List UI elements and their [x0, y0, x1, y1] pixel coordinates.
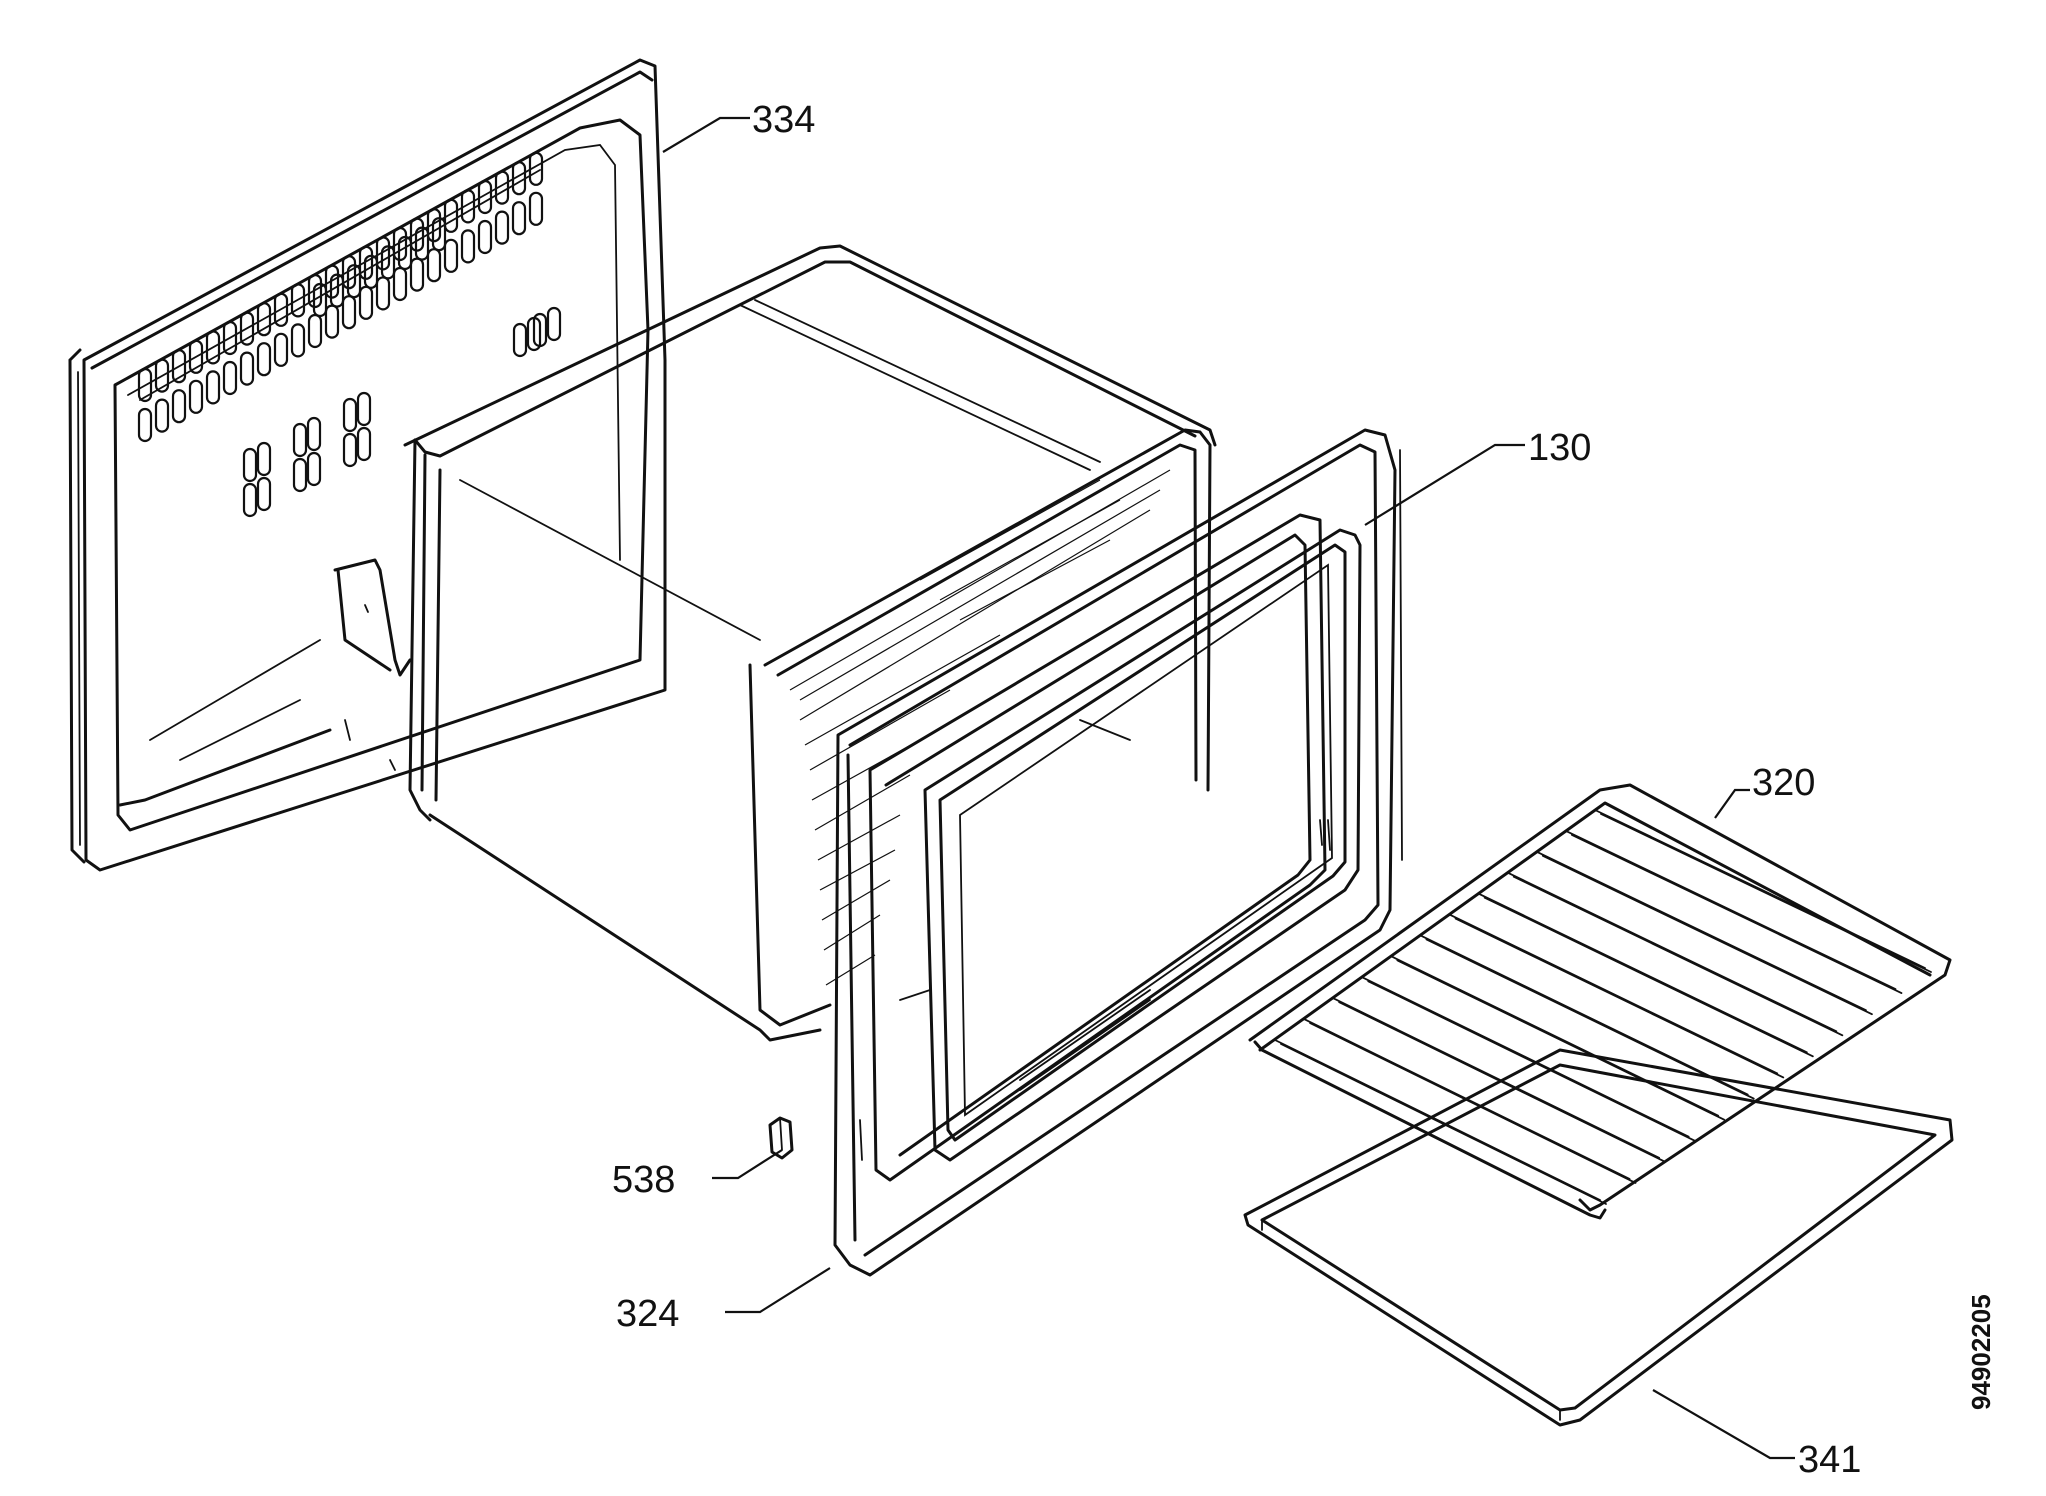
part-label-320: 320	[1752, 762, 1815, 804]
vent-hole	[380, 245, 396, 280]
vent-hole	[154, 398, 170, 433]
vent-hole	[239, 351, 255, 386]
vent-hole	[242, 447, 258, 483]
vent-hole	[307, 313, 323, 349]
vent-hole	[392, 266, 408, 302]
vent-hole	[292, 457, 308, 493]
vent-hole	[171, 389, 187, 424]
vent-hole	[273, 332, 289, 367]
vent-hole	[342, 432, 358, 468]
vent-hole	[290, 323, 306, 358]
vent-hole	[546, 306, 562, 342]
vent-hole	[222, 360, 238, 396]
vent-hole	[137, 367, 153, 403]
vent-hole	[532, 312, 548, 348]
shelf-rod	[1361, 976, 1696, 1142]
door-frame-drawing	[833, 428, 1403, 1277]
vent-hole	[256, 302, 272, 337]
vent-hole	[137, 407, 153, 443]
vent-hole	[154, 358, 170, 393]
vent-hole	[205, 330, 221, 365]
vent-hole	[511, 161, 527, 196]
vent-hole	[431, 217, 447, 252]
vent-hole	[292, 422, 308, 458]
vent-hole	[414, 226, 430, 261]
part-label-341: 341	[1798, 1439, 1861, 1481]
vent-hole	[511, 201, 527, 236]
vent-hole	[324, 304, 340, 339]
rear-panel-vent-holes	[137, 151, 562, 518]
part-label-334: 334	[752, 99, 815, 141]
vent-hole	[477, 179, 493, 215]
document-number: 94902205	[1966, 1294, 1996, 1410]
clip-drawing	[768, 1116, 794, 1160]
wire-shelf-drawing	[1248, 783, 1952, 1220]
vent-hole	[256, 441, 272, 477]
vent-hole	[494, 170, 510, 205]
vent-hole	[242, 482, 258, 518]
shelf-rod	[1565, 830, 1903, 994]
part-label-324: 324	[616, 1293, 679, 1335]
vent-hole	[306, 416, 322, 452]
vent-hole	[290, 283, 306, 318]
shelf-rod	[1274, 1039, 1607, 1205]
vent-hole	[342, 397, 358, 433]
vent-hole	[443, 238, 459, 273]
vent-hole	[188, 379, 204, 414]
vent-hole	[239, 311, 255, 346]
wire-shelf-rods	[1274, 809, 1932, 1205]
vent-hole	[356, 391, 372, 427]
oven-cavity-drawing	[149, 244, 1217, 1042]
vent-hole	[329, 273, 345, 308]
vent-hole	[306, 451, 322, 487]
vent-hole	[460, 189, 476, 224]
leader-lines	[662, 116, 1795, 1460]
vent-hole	[512, 322, 528, 358]
shelf-rod	[1535, 850, 1873, 1016]
shelf-rod	[1506, 871, 1844, 1037]
vent-hole	[528, 151, 544, 186]
shelf-rod	[1390, 955, 1726, 1121]
shelf-rod	[1419, 934, 1755, 1100]
rear-panel-drawing	[68, 58, 667, 872]
vent-hole	[397, 235, 413, 271]
vent-hole	[358, 285, 374, 320]
part-label-538: 538	[612, 1159, 675, 1201]
vent-hole	[341, 295, 357, 330]
vent-hole	[312, 282, 328, 318]
vent-hole	[346, 264, 362, 299]
vent-hole	[205, 370, 221, 405]
vent-hole	[356, 426, 372, 462]
vent-hole	[256, 342, 272, 377]
vent-hole	[188, 339, 204, 374]
vent-hole	[222, 320, 238, 356]
shelf-rod	[1477, 892, 1814, 1058]
vent-hole	[477, 219, 493, 255]
vent-hole	[363, 254, 379, 289]
vent-hole	[460, 229, 476, 264]
vent-hole	[426, 248, 442, 283]
vent-hole	[494, 210, 510, 245]
vent-hole	[375, 276, 391, 311]
vent-hole	[171, 349, 187, 384]
vent-hole	[273, 292, 289, 327]
baking-tray-drawing	[1243, 1048, 1954, 1427]
vent-hole	[409, 257, 425, 292]
part-label-130: 130	[1528, 427, 1591, 469]
shelf-rod	[1332, 997, 1666, 1163]
vent-hole	[443, 198, 459, 233]
shelf-rod	[1594, 809, 1932, 973]
vent-hole	[256, 476, 272, 512]
vent-hole	[528, 191, 544, 226]
shelf-rod	[1448, 913, 1785, 1079]
